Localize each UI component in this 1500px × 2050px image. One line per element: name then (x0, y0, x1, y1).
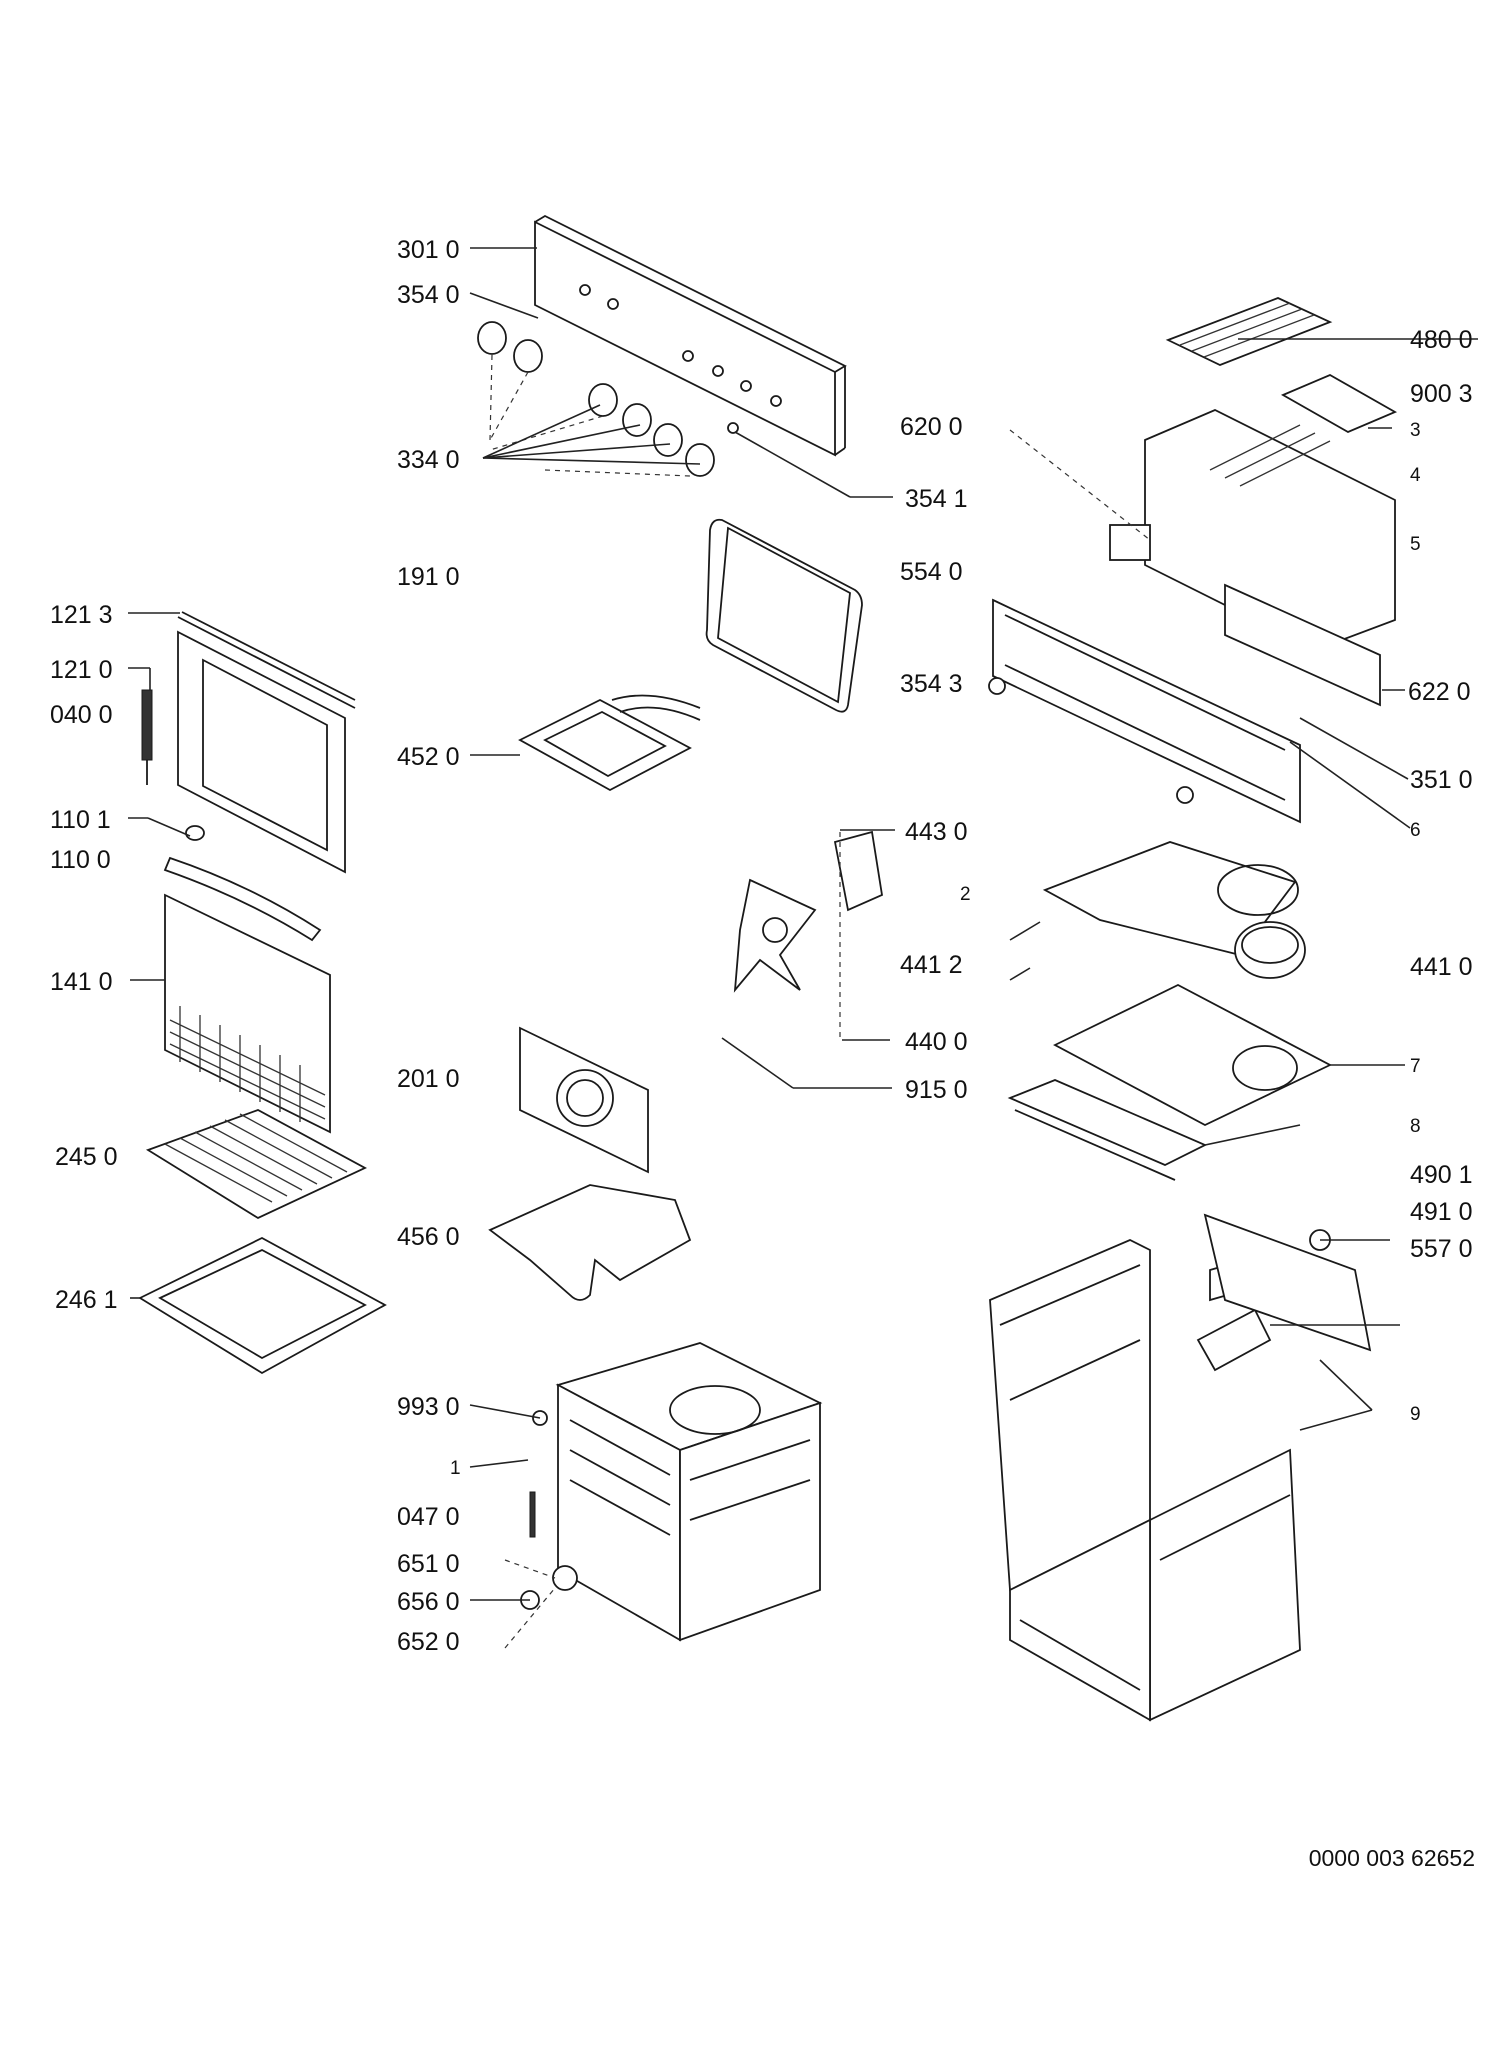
label-6: 6 (1410, 820, 1421, 841)
label-491-0: 491 0 (1410, 1198, 1473, 1226)
label-354-0: 354 0 (397, 281, 460, 309)
oven-cavity-part (555, 1342, 823, 1642)
label-8: 8 (1410, 1116, 1421, 1137)
control-frame-part (988, 598, 1301, 824)
drawing-number: 0000 003 62652 (1309, 1845, 1475, 1871)
door-handle-part (163, 825, 322, 942)
tangential-fan-part (1234, 921, 1306, 979)
label-110-0: 110 0 (50, 846, 111, 874)
label-480-0: 480 0 (1410, 326, 1473, 354)
label-3: 3 (1410, 420, 1421, 441)
label-915-0: 915 0 (905, 1076, 968, 1104)
label-900-3: 900 3 (1410, 380, 1473, 408)
label-651-0: 651 0 (397, 1550, 460, 1578)
lower-heating-element-part (488, 1184, 692, 1301)
label-141-0: 141 0 (50, 968, 113, 996)
label-440-0: 440 0 (905, 1028, 968, 1056)
label-622-0: 622 0 (1408, 678, 1471, 706)
door-frame-part (141, 611, 356, 874)
fan-motor-part (733, 830, 883, 1040)
label-441-2: 441 2 (900, 951, 963, 979)
baking-tray-part (138, 1236, 387, 1375)
oven-rack-part (145, 1109, 367, 1220)
label-452-0: 452 0 (397, 743, 460, 771)
label-191-0: 191 0 (397, 563, 460, 591)
label-557-0: 557 0 (1410, 1235, 1473, 1263)
label-121-0: 121 0 (50, 656, 113, 684)
label-351-0: 351 0 (1410, 766, 1473, 794)
label-620-0: 620 0 (900, 413, 963, 441)
label-993-0: 993 0 (397, 1393, 460, 1421)
label-652-0: 652 0 (397, 1628, 460, 1656)
upper-cooling-cover-part (1042, 841, 1299, 957)
label-9: 9 (1410, 1404, 1421, 1425)
label-5: 5 (1410, 534, 1421, 555)
label-121-3: 121 3 (50, 601, 113, 629)
knob-parts (477, 321, 715, 477)
label-4: 4 (1410, 465, 1421, 486)
label-047-0: 047 0 (397, 1503, 460, 1531)
cooling-fan-grille-part (1165, 297, 1333, 366)
label-334-0: 334 0 (397, 446, 460, 474)
switch-module-parts (1109, 373, 1398, 707)
door-glass-part (164, 893, 331, 1134)
upper-heating-element-part (518, 694, 701, 792)
label-554-0: 554 0 (900, 558, 963, 586)
control-panel-part (534, 214, 847, 457)
label-110-1: 110 1 (50, 806, 111, 834)
label-246-1: 246 1 (55, 1286, 118, 1314)
label-656-0: 656 0 (397, 1588, 460, 1616)
door-seal-part (705, 518, 863, 713)
label-245-0: 245 0 (55, 1143, 118, 1171)
label-040-0: 040 0 (50, 701, 113, 729)
oven-housing-part (989, 1239, 1301, 1722)
label-201-0: 201 0 (397, 1065, 460, 1093)
label-354-1: 354 1 (905, 485, 968, 513)
leader-lines (128, 247, 1478, 1649)
label-354-3: 354 3 (900, 670, 963, 698)
back-panel-part (519, 1026, 649, 1174)
label-1: 1 (450, 1458, 461, 1479)
label-456-0: 456 0 (397, 1223, 460, 1251)
label-441-0: 441 0 (1410, 953, 1473, 981)
label-490-1: 490 1 (1410, 1161, 1473, 1189)
label-7: 7 (1410, 1056, 1421, 1077)
rear-wiring-panel-part (1203, 1213, 1372, 1352)
label-443-0: 443 0 (905, 818, 968, 846)
label-2: 2 (960, 884, 971, 905)
label-301-0: 301 0 (397, 236, 460, 264)
